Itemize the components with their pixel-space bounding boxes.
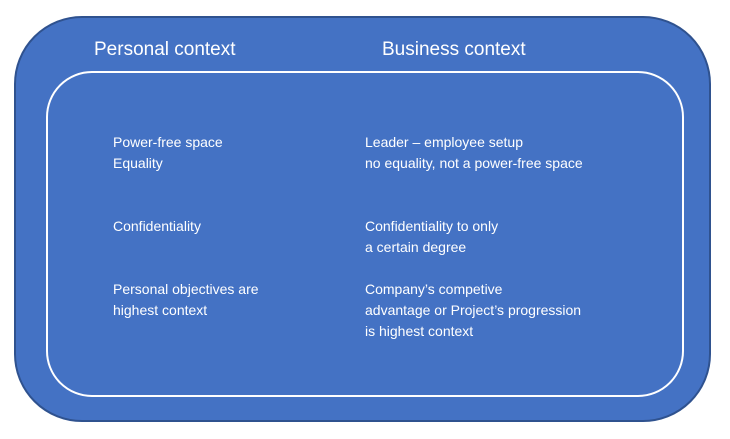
personal-row-3-line-2: highest context [113, 302, 208, 318]
personal-row-1-line-1: Power-free space [113, 134, 223, 150]
business-row-3-line-3: is highest context [365, 323, 474, 339]
personal-context-heading: Personal context [94, 39, 236, 60]
personal-row-2-line-1: Confidentiality [113, 218, 201, 234]
business-context-heading: Business context [382, 39, 526, 60]
business-row-3-line-2: advantage or Project’s progression [365, 302, 582, 318]
business-row-2-line-1: Confidentiality to only [365, 218, 499, 234]
outer-rounded-box [14, 16, 711, 422]
personal-row-3: Personal objectives are highest context [113, 279, 259, 321]
personal-row-1: Power-free space Equality [113, 132, 223, 174]
business-row-3-line-1: Company’s competive [365, 281, 503, 297]
business-row-1-line-2: no equality, not a power-free space [365, 155, 583, 171]
business-row-1-line-1: Leader – employee setup [365, 134, 523, 150]
personal-row-3-line-1: Personal objectives are [113, 281, 259, 297]
inner-rounded-box [46, 71, 684, 397]
business-row-2: Confidentiality to only a certain degree [365, 216, 498, 258]
business-row-1: Leader – employee setup no equality, not… [365, 132, 583, 174]
business-row-3: Company’s competive advantage or Project… [365, 279, 581, 342]
business-row-2-line-2: a certain degree [365, 239, 467, 255]
personal-row-2: Confidentiality [113, 216, 201, 237]
personal-row-1-line-2: Equality [113, 155, 163, 171]
